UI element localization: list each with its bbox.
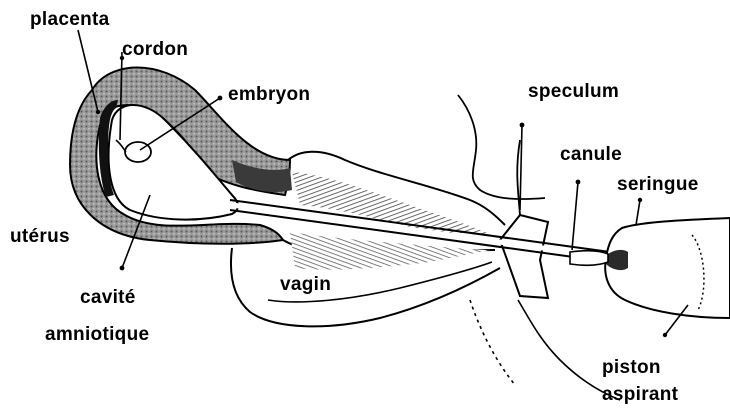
label-cavite-line1: cavité — [80, 287, 136, 308]
label-seringue: seringue — [617, 174, 699, 195]
label-uterus: utérus — [10, 226, 70, 247]
label-cordon: cordon — [122, 39, 188, 60]
label-embryon: embryon — [228, 84, 310, 105]
leader-speculum-dot — [520, 123, 525, 128]
syringe-nozzle — [570, 251, 608, 266]
label-vagin: vagin — [280, 274, 331, 295]
leader-speculum — [520, 125, 522, 210]
leader-canule-dot — [576, 180, 581, 185]
leader-cavite-dot — [120, 266, 125, 271]
speculum-shape — [500, 215, 548, 298]
label-speculum: speculum — [528, 81, 619, 102]
leader-seringue-dot — [638, 198, 642, 202]
label-canule: canule — [560, 144, 622, 165]
leader-seringue — [636, 200, 640, 225]
leader-placenta-dot — [96, 110, 100, 114]
body-contour-upper — [458, 95, 545, 199]
label-piston-line2: aspirant — [602, 384, 679, 405]
cannula-tube-top — [230, 200, 610, 252]
leader-piston-dot — [663, 333, 667, 337]
leader-canule — [572, 182, 578, 250]
label-cavite-line2: amniotique — [45, 324, 149, 345]
label-placenta: placenta — [30, 9, 110, 30]
label-piston-line1: piston — [602, 357, 661, 378]
leader-embryon-dot — [218, 96, 223, 101]
body-contour-bottom-2 — [470, 300, 515, 385]
